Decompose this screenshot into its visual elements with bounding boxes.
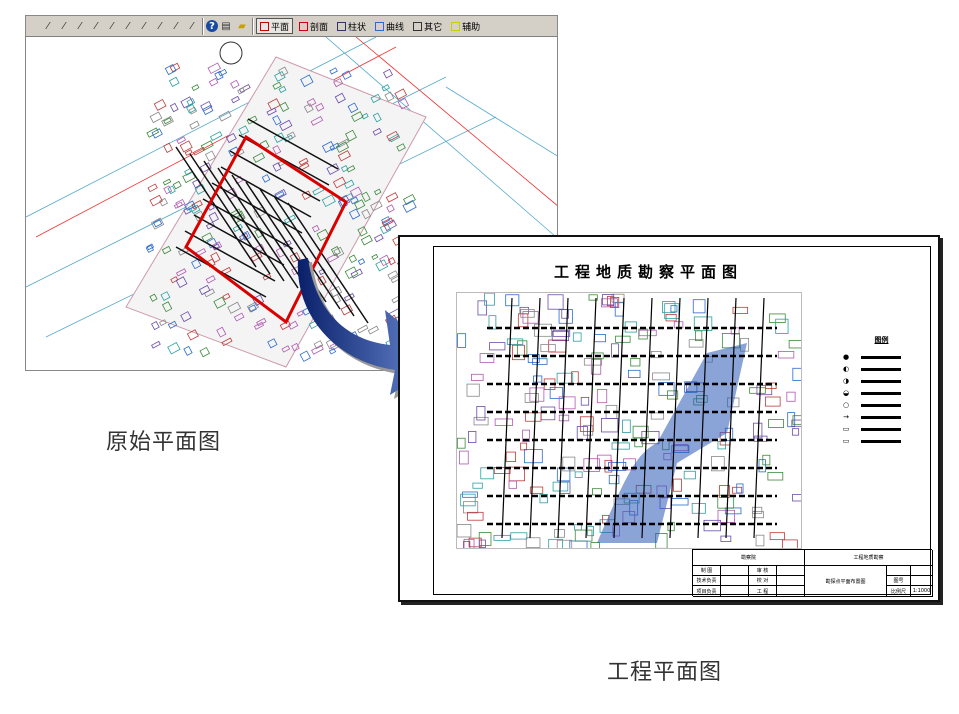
caption-original: 原始平面图 — [106, 430, 222, 455]
folder-icon[interactable]: ▰ — [238, 20, 246, 32]
tb-cell: 校 对 — [749, 576, 777, 586]
mode-button-5[interactable]: 辅助 — [448, 18, 483, 34]
mode-icon — [451, 21, 461, 31]
mode-label: 平面 — [271, 22, 290, 33]
legend-symbol: → — [843, 413, 849, 421]
toolbar: ⁄ ⁄ ⁄ ⁄ ⁄ ⁄ ⁄ ⁄ ⁄ ⁄ ? ▤ ▰ 平面 剖面 柱状 曲线 其它 辅助 — [26, 16, 557, 37]
engineering-plan — [456, 292, 802, 549]
mode-icon — [299, 21, 309, 31]
legend-symbol: ● — [842, 353, 850, 361]
legend-item: ◑ — [839, 375, 924, 387]
mode-icon — [337, 21, 347, 31]
legend-item: → — [839, 411, 924, 423]
mode-icon — [260, 21, 269, 31]
tb-cell: 技术负责 — [693, 576, 721, 586]
pencil-h-tool-icon[interactable]: ⁄ — [159, 20, 161, 32]
legend-item: ○ — [839, 399, 924, 411]
mode-icon — [413, 21, 423, 31]
legend-symbol: ▭ — [842, 425, 850, 433]
legend-item: ▭ — [839, 435, 924, 447]
pencil-a-tool-icon[interactable]: ⁄ — [47, 20, 49, 32]
tb-scale: 1:1000 — [911, 586, 933, 597]
legend: 图例 ● ◐ ◑ ◒ ○ → ▭ ▭ — [839, 335, 924, 447]
pencil-c-tool-icon[interactable]: ⁄ — [79, 20, 81, 32]
tb-drawing: 勘探点平面布置图 — [805, 566, 887, 597]
pencil-f-tool-icon[interactable]: ⁄ — [127, 20, 129, 32]
mode-icon — [375, 21, 385, 31]
legend-item: ● — [839, 351, 924, 363]
tb-cell: 工 程 — [749, 586, 777, 597]
tb-cell: 图号 — [887, 576, 911, 586]
legend-symbol: ○ — [842, 401, 850, 409]
mode-label: 辅助 — [462, 22, 481, 33]
tb-company: 勘察院 — [693, 550, 805, 566]
legend-title: 图例 — [874, 336, 889, 344]
pencil-i-tool-icon[interactable]: ⁄ — [175, 20, 177, 32]
mode-label: 曲线 — [386, 22, 405, 33]
tb-project: 工程地质勘察 — [805, 550, 933, 566]
mode-button-1[interactable]: 剖面 — [296, 18, 331, 34]
legend-symbol: ◐ — [842, 365, 850, 373]
legend-symbol: ◑ — [842, 377, 850, 385]
legend-symbol: ▭ — [842, 437, 850, 445]
mode-button-2[interactable]: 柱状 — [334, 18, 369, 34]
legend-symbol: ◒ — [842, 389, 850, 397]
mode-button-3[interactable]: 曲线 — [372, 18, 407, 34]
pencil-b-tool-icon[interactable]: ⁄ — [63, 20, 65, 32]
mode-button-0[interactable]: 平面 — [256, 18, 294, 34]
pencil-e-tool-icon[interactable]: ⁄ — [111, 20, 113, 32]
mode-label: 柱状 — [348, 22, 367, 33]
engineering-drawing-sheet: 工程地质勘察平面图 图例 ● ◐ ◑ ◒ ○ → ▭ ▭ 勘察院 工程地质勘察 制 图 审 核… — [398, 235, 940, 602]
pencil-g-tool-icon[interactable]: ⁄ — [143, 20, 145, 32]
title-block: 勘察院 工程地质勘察 制 图 审 核 技术负责 校 对 项目负责 工 程 勘探点… — [692, 549, 933, 597]
drawing-title: 工程地质勘察平面图 — [554, 263, 744, 281]
cad-window: ⁄ ⁄ ⁄ ⁄ ⁄ ⁄ ⁄ ⁄ ⁄ ⁄ ? ▤ ▰ 平面 剖面 柱状 曲线 其它 辅助 — [25, 15, 558, 371]
legend-item: ◐ — [839, 363, 924, 375]
mode-button-4[interactable]: 其它 — [410, 18, 445, 34]
caption-engineering: 工程平面图 — [607, 660, 723, 685]
print-icon[interactable]: ▤ — [221, 20, 231, 32]
tb-cell: 比例尺 — [887, 586, 911, 597]
pencil-j-tool-icon[interactable]: ⁄ — [191, 20, 193, 32]
tb-cell: 制 图 — [693, 566, 721, 576]
tb-cell: 项目负责 — [693, 586, 721, 597]
mode-label: 其它 — [424, 22, 443, 33]
legend-item: ▭ — [839, 423, 924, 435]
selection-frame — [184, 134, 348, 325]
tb-cell: 审 核 — [749, 566, 777, 576]
legend-item: ◒ — [839, 387, 924, 399]
help-icon[interactable]: ? — [206, 20, 218, 32]
pencil-d-tool-icon[interactable]: ⁄ — [95, 20, 97, 32]
mode-label: 剖面 — [310, 22, 329, 33]
